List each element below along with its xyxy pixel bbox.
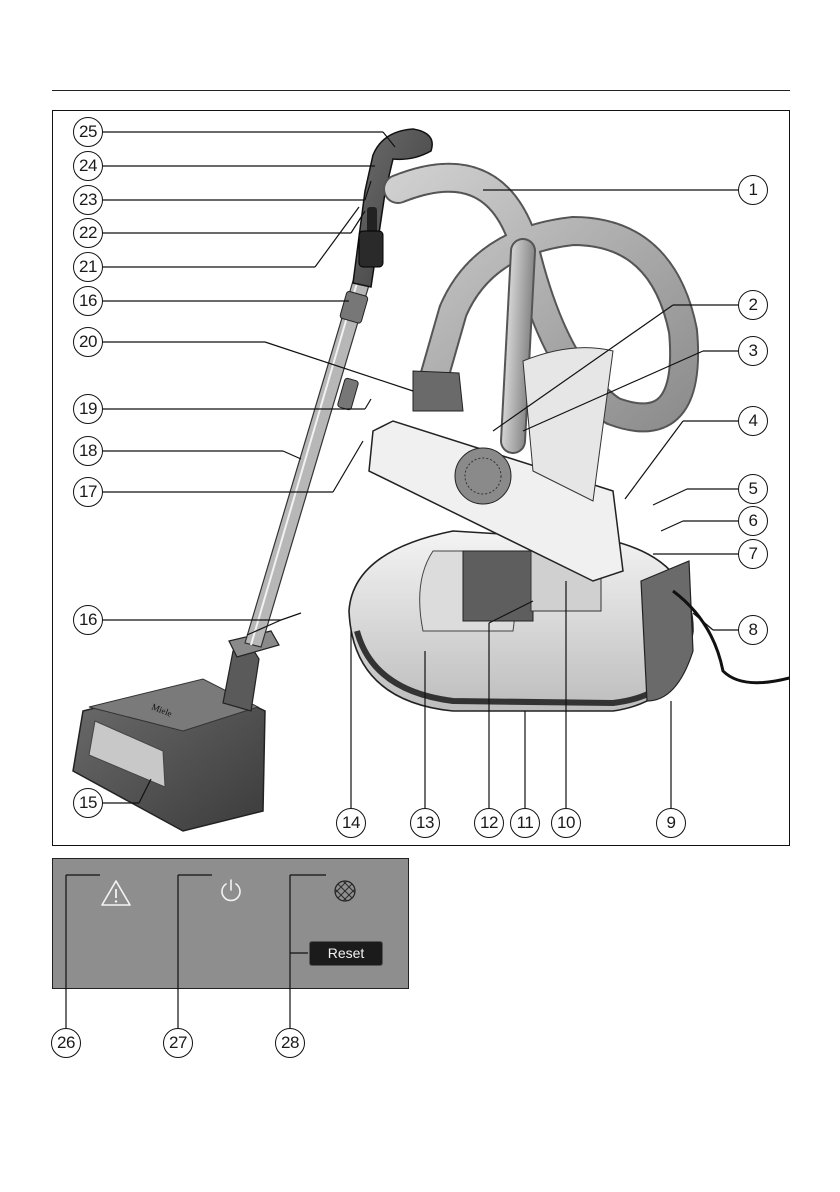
callout-28: 28 [275, 1028, 305, 1058]
callout-26: 26 [51, 1028, 81, 1058]
callout-27: 27 [163, 1028, 193, 1058]
